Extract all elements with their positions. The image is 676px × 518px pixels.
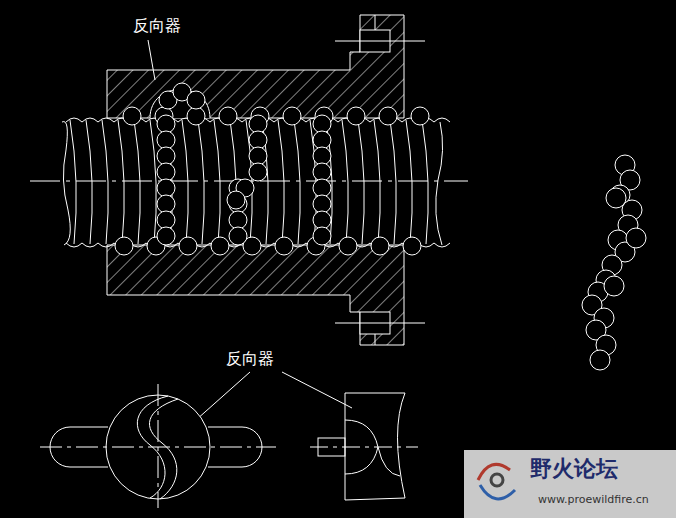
thread-line (358, 120, 364, 244)
ball (604, 276, 624, 296)
ball (347, 107, 365, 125)
thread-line (70, 120, 76, 244)
ball (187, 107, 205, 125)
ball (371, 237, 389, 255)
leader-line (282, 372, 352, 408)
ball (626, 228, 646, 248)
thread-crest (434, 118, 450, 122)
ball (313, 131, 331, 149)
ball (313, 227, 331, 245)
ball (275, 237, 293, 255)
thread-line (278, 120, 284, 244)
ball (157, 179, 175, 197)
ball (227, 191, 245, 209)
ball (211, 237, 229, 255)
ball (123, 107, 141, 125)
ball (249, 115, 267, 133)
ball (157, 115, 175, 133)
thread-crest (434, 243, 450, 247)
center-line (310, 447, 418, 448)
center-line (158, 384, 159, 508)
balls (115, 83, 429, 255)
ball (229, 227, 247, 245)
ball (313, 163, 331, 181)
ball (115, 237, 133, 255)
part-label: 反向器 (133, 17, 181, 35)
watermark-url: www.proewildfire.cn (538, 494, 649, 507)
thread-line (390, 120, 396, 244)
ball (283, 107, 301, 125)
thread-line (294, 120, 300, 244)
ball (249, 131, 267, 149)
ball (157, 131, 175, 149)
center-line (335, 41, 425, 42)
ball (379, 107, 397, 125)
ball (187, 91, 205, 109)
thread-crest (82, 243, 98, 247)
ball (219, 107, 237, 125)
ball (339, 237, 357, 255)
thread-line (134, 120, 140, 244)
watermark-title: 野火论坛 (530, 456, 618, 481)
thread-line (214, 120, 220, 244)
reverser-groove (149, 399, 178, 499)
ball (590, 350, 610, 370)
ball (313, 179, 331, 197)
nut-upper-section (107, 15, 404, 118)
ball (249, 147, 267, 165)
ball (157, 147, 175, 165)
shaft-break (62, 122, 70, 245)
ball-chain-sketch (582, 155, 646, 370)
leader-line (148, 40, 155, 80)
thread-line (118, 120, 124, 244)
thread-line (182, 120, 188, 244)
screw-threads (66, 118, 450, 247)
thread-line (86, 120, 92, 244)
ball (157, 211, 175, 229)
nut-lower-section (107, 245, 404, 345)
thread-line (150, 120, 156, 244)
part-label: 反向器 (226, 350, 274, 368)
thread-crest (98, 118, 114, 122)
ball (606, 188, 626, 208)
ball (157, 227, 175, 245)
thread-line (374, 120, 380, 244)
ball (157, 195, 175, 213)
thread-line (198, 120, 204, 244)
ball (313, 211, 331, 229)
watermark-logo (478, 464, 515, 499)
leader-line (196, 372, 250, 420)
ball (157, 163, 175, 181)
ball (249, 163, 267, 181)
thread-crest (82, 118, 98, 122)
ball (179, 237, 197, 255)
thread-crest (98, 243, 114, 247)
reverser-curve (345, 447, 378, 474)
watermark-panel (464, 450, 676, 518)
thread-line (342, 120, 348, 244)
ball (229, 211, 247, 229)
center-line (335, 323, 425, 324)
thread-crest (66, 243, 82, 247)
ball (313, 115, 331, 133)
shaft-end (436, 122, 443, 245)
reverser-curve (345, 420, 400, 476)
thread-line (102, 120, 108, 244)
ball (411, 107, 429, 125)
ball (313, 147, 331, 165)
thread-crest (66, 118, 82, 122)
thread-line (406, 120, 412, 244)
ball (313, 195, 331, 213)
ball (403, 237, 421, 255)
thread-line (422, 120, 428, 244)
